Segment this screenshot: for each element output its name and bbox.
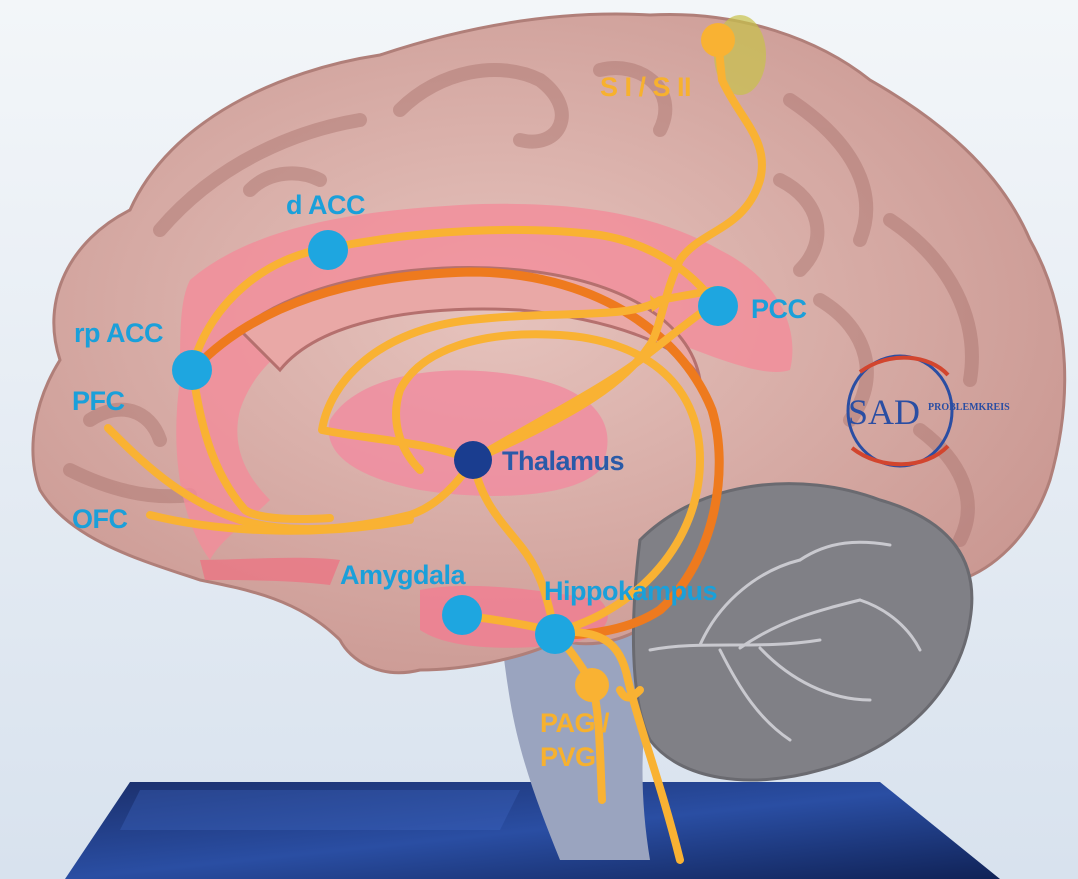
label-hippokampus: Hippokampus — [544, 576, 717, 606]
label-dacc: d ACC — [286, 190, 365, 220]
label-rpacc: rp ACC — [74, 318, 163, 348]
label-s1s2: S I / S II — [600, 72, 691, 102]
label-pag: PAG / — [540, 708, 610, 738]
amygdala-node — [442, 595, 482, 635]
label-pfc: PFC — [72, 386, 125, 416]
rpacc-node — [172, 350, 212, 390]
hippokampus-node — [535, 614, 575, 654]
thalamus-node — [454, 441, 492, 479]
pag-pvg-node — [575, 668, 609, 702]
logo-name: PROBLEMKREIS — [928, 402, 1010, 413]
label-thalamus: Thalamus — [502, 446, 624, 476]
label-ofc: OFC — [72, 504, 128, 534]
label-amygdala: Amygdala — [340, 560, 467, 590]
label-pcc: PCC — [751, 294, 807, 324]
logo-abbr: SAD — [848, 392, 920, 432]
pcc-node — [698, 286, 738, 326]
label-pvg: PVG — [540, 742, 596, 772]
s1s2-node — [701, 23, 735, 57]
dacc-node — [308, 230, 348, 270]
